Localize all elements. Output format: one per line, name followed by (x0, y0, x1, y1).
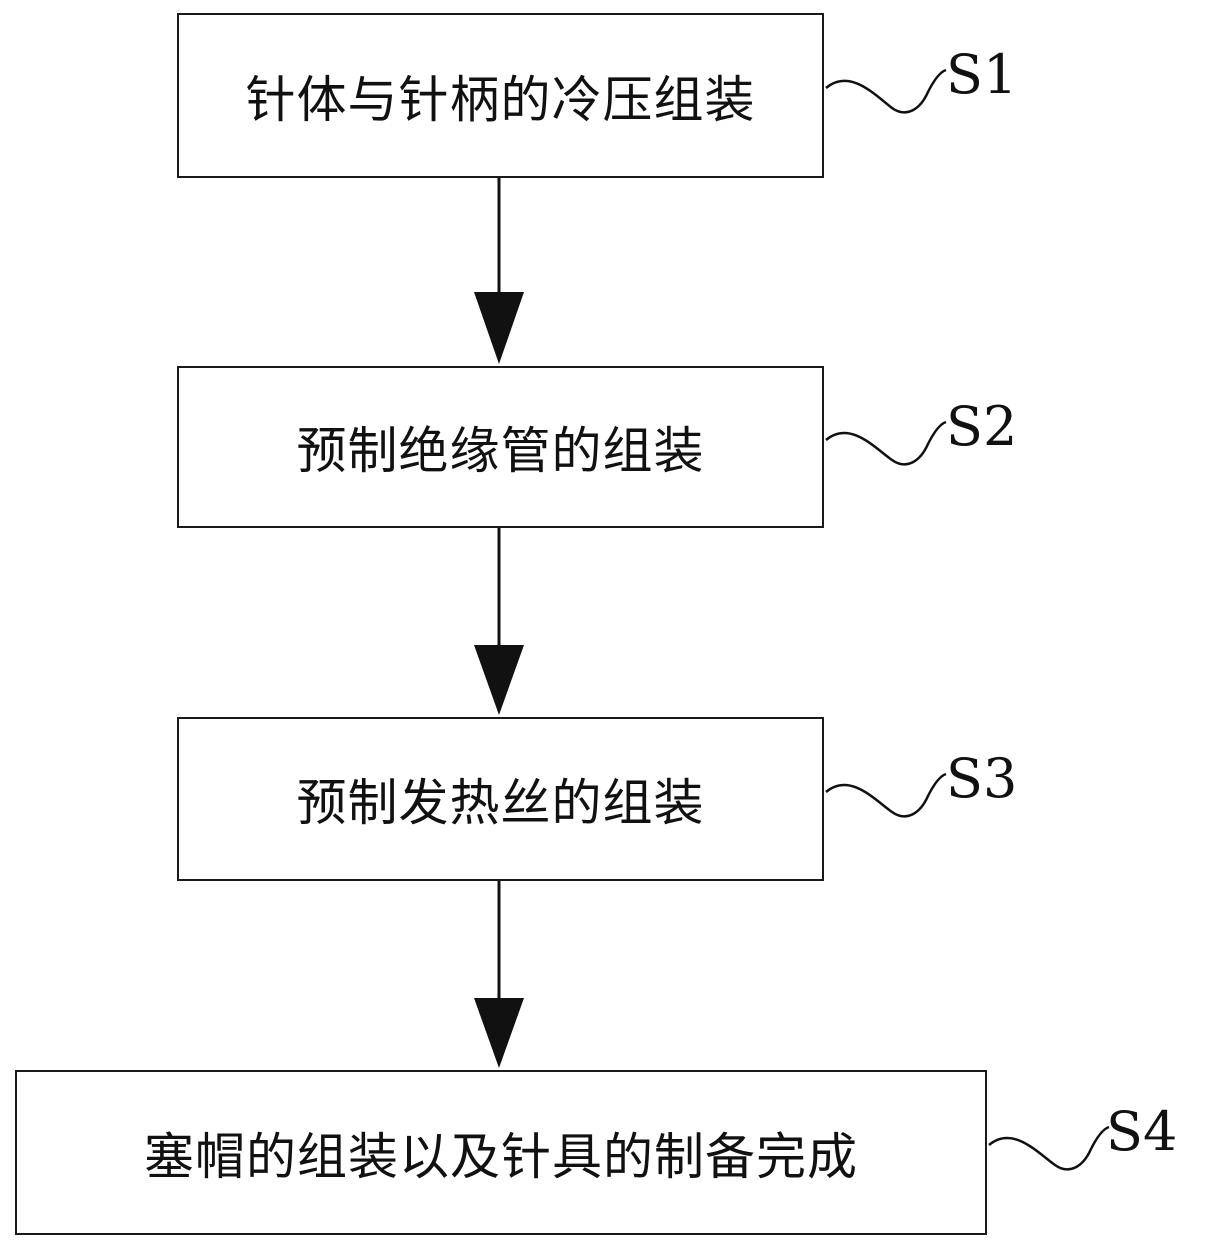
step-label-s1: S1 (946, 43, 1018, 106)
step-box-s1: 针体与针柄的冷压组装 (177, 13, 824, 178)
leader-line-s2 (825, 420, 947, 466)
step-label-s4: S4 (1106, 1100, 1178, 1163)
step-label-s3: S3 (946, 747, 1018, 810)
step-text-s2: 预制绝缘管的组装 (296, 422, 705, 480)
leader-line-s4 (988, 1125, 1110, 1171)
step-text-s4: 塞帽的组装以及针具的制备完成 (144, 1127, 858, 1186)
step-text-s1: 针体与针柄的冷压组装 (245, 70, 756, 129)
leader-line-s1 (825, 68, 947, 114)
step-box-s3: 预制发热丝的组装 (177, 717, 824, 881)
arrow-s2-to-s3 (474, 528, 524, 715)
leader-line-s3 (825, 772, 947, 818)
step-label-s2: S2 (946, 395, 1018, 458)
arrow-s1-to-s2 (474, 178, 524, 364)
step-box-s2: 预制绝缘管的组装 (177, 366, 824, 528)
step-text-s3: 预制发热丝的组装 (296, 774, 705, 832)
arrow-s3-to-s4 (474, 881, 524, 1068)
step-box-s4: 塞帽的组装以及针具的制备完成 (15, 1070, 987, 1235)
